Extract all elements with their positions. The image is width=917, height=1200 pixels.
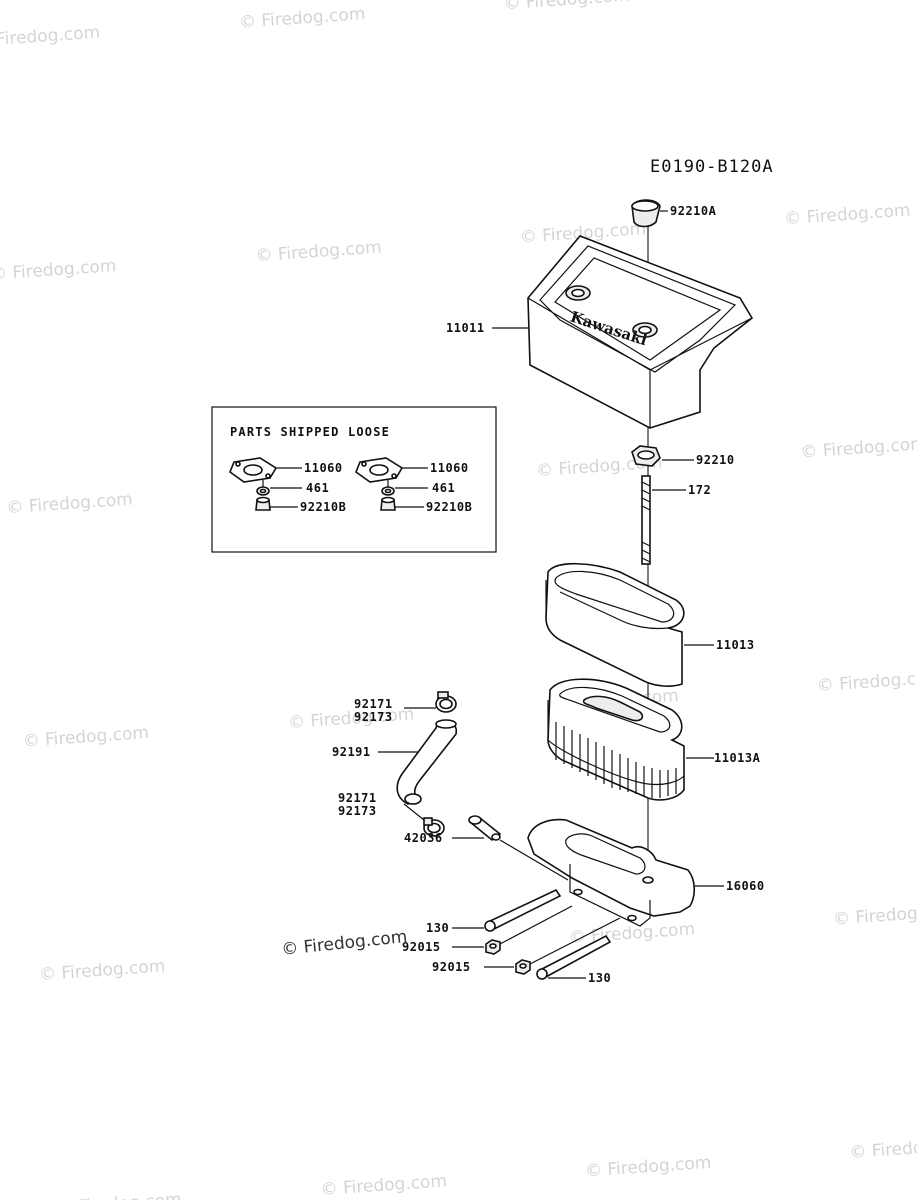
watermark: © Firedog.com [287,704,415,733]
bolt-left-part[interactable] [484,888,562,932]
label-gasket-right: 11060 [430,461,469,475]
bolt-right-part[interactable] [536,934,612,980]
label-washer-right: 461 [432,481,455,495]
label-washer-left: 461 [306,481,329,495]
filter-element-part[interactable] [547,678,685,801]
label-clamp-bottom-b[interactable]: 92173 [338,804,377,818]
label-filter-element[interactable]: 11013A [714,751,761,765]
breather-hose-part[interactable] [396,719,458,805]
leader-line [499,905,573,945]
watermark: © Firedog.com [55,1190,183,1200]
label-stud[interactable]: 172 [688,483,711,497]
label-clamp-top-a[interactable]: 92171 [354,697,393,711]
wing-nut-part[interactable] [631,445,661,467]
watermark: © Firedog.com [849,1134,917,1163]
label-nut-a[interactable]: 92015 [402,940,441,954]
watermark: © Firedog.com [0,23,101,52]
watermark: © Firedog.com [255,237,383,266]
stud-part[interactable] [641,475,651,565]
label-clamp-bottom-a[interactable]: 92171 [338,791,377,805]
gasket-right-part[interactable] [355,457,404,483]
leader-line [403,803,425,821]
watermark: © Firedog.com [239,4,367,33]
label-cover[interactable]: 11011 [446,321,485,335]
nut-b-part[interactable] [515,959,531,975]
nut-right-part[interactable] [380,496,396,511]
air-cleaner-base[interactable] [527,818,696,927]
watermark: © Firedog.com [0,256,117,285]
leader-line [529,917,621,965]
label-nut-left: 92210B [300,500,346,514]
knob-part[interactable] [631,199,661,228]
label-bolt-right[interactable]: 130 [588,971,611,985]
fitting-part[interactable] [468,815,502,842]
label-pre-cleaner[interactable]: 11013 [716,638,755,652]
washer-right-part[interactable] [381,486,395,496]
inset-title: PARTS SHIPPED LOOSE [230,425,390,439]
hose-clamp-top[interactable] [435,691,457,713]
watermark-dark: © Firedog.com [280,927,408,960]
watermark: © Firedog.com [800,434,917,463]
pre-cleaner-part[interactable] [545,562,685,687]
parts-shipped-loose-box: PARTS SHIPPED LOOSE 11060 461 92210B [211,406,497,553]
label-fitting[interactable]: 42036 [404,831,443,845]
label-clamp-top-b[interactable]: 92173 [354,710,393,724]
nut-left-part[interactable] [255,496,271,511]
watermark: © Firedog.com [320,1171,448,1200]
washer-left-part[interactable] [256,486,270,496]
diagram-id: E0190-B120A [650,157,774,177]
watermark: © Firedog.com [503,0,631,14]
leader-line [499,839,569,881]
air-cleaner-cover[interactable]: Kawasaki [527,235,754,429]
label-knob[interactable]: 92210A [670,204,717,218]
nut-a-part[interactable] [485,939,501,955]
hose-clamp-bottom[interactable] [423,817,445,837]
label-base[interactable]: 16060 [726,879,765,893]
label-breather-hose[interactable]: 92191 [332,745,371,759]
label-bolt-left[interactable]: 130 [426,921,449,935]
watermark: © Firedog.com [38,956,166,985]
watermark: © Firedog.com [584,1153,712,1182]
watermark: © Firedog.com [568,919,696,948]
label-nut-right: 92210B [426,500,472,514]
label-gasket-left: 11060 [304,461,343,475]
watermark: © Firedog.com [6,489,134,518]
gasket-left-part[interactable] [229,457,278,483]
label-nut-b[interactable]: 92015 [432,960,471,974]
label-wing-nut[interactable]: 92210 [696,453,735,467]
watermark: © Firedog.com [816,667,917,696]
watermark: © Firedog.com [22,723,150,752]
watermark: © Firedog.com [833,901,917,930]
watermark: © Firedog.com [784,201,912,230]
